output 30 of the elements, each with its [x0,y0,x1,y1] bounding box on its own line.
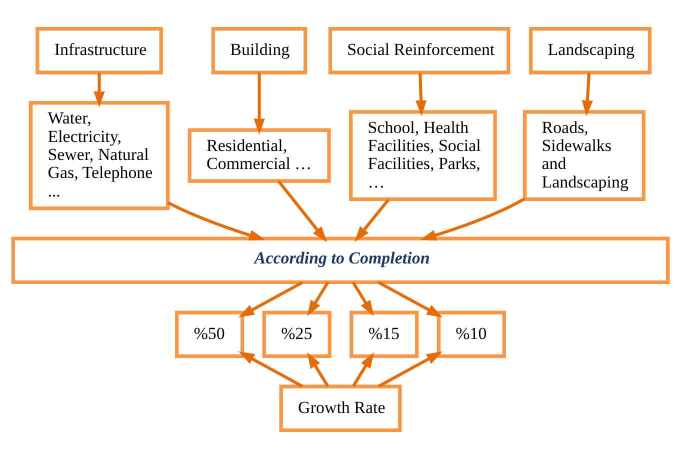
arrow [416,72,427,116]
node-box: Social Reinforcement [328,26,510,74]
node-box: Landscaping [529,26,652,74]
arrow [420,196,526,240]
arrow [352,281,374,316]
node-box: %15 [350,310,419,358]
node-box: School, Health Facilities, Social Facilities, Parks, … [348,110,497,200]
node-box: According to Completion [11,236,670,284]
arrow [254,72,265,134]
arrow [307,281,330,316]
arrow [378,280,443,317]
arrow [238,350,304,388]
node-box: %25 [262,310,332,358]
arrow [94,72,105,107]
arrow [167,200,265,240]
node-box: Residential, Commercial … [188,128,331,182]
node-box: Building [211,26,308,74]
arrow [307,352,330,387]
arrow [277,180,327,242]
arrow [378,350,442,388]
node-box: %50 [175,310,244,358]
arrow [354,198,390,242]
node-box: Roads, Sidewalks and Landscaping [522,110,646,200]
node-box: Growth Rate [279,384,402,432]
arrow [352,352,374,387]
node-box: Infrastructure [36,26,163,74]
arrow [582,72,593,116]
node-box: %10 [436,310,506,358]
arrow [238,280,304,317]
node-box: Water, Electricity, Sewer, Natural Gas, Telephone ... [28,100,170,210]
